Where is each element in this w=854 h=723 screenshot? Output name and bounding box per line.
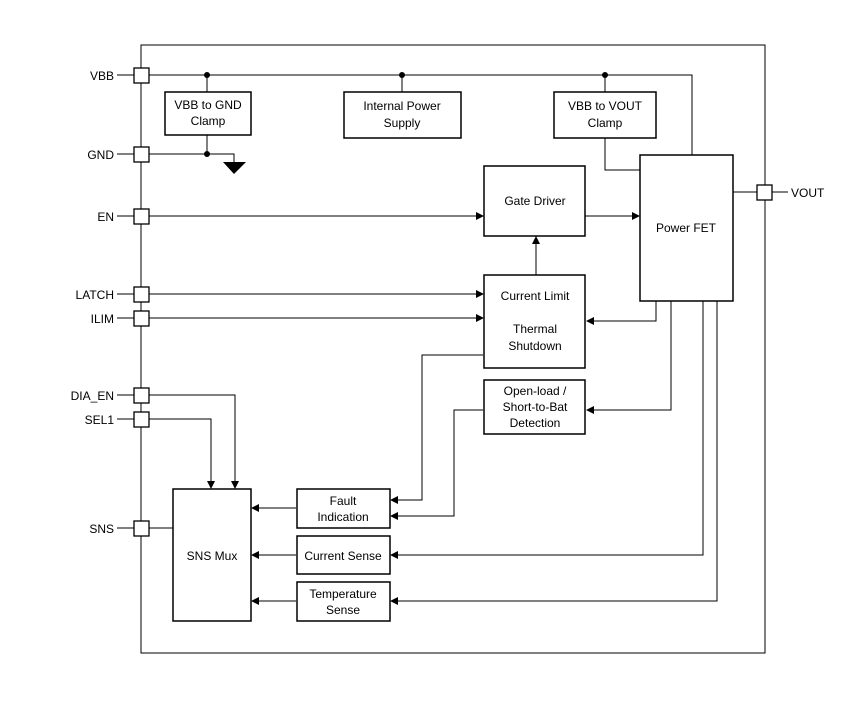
pin-label-latch: LATCH xyxy=(76,288,114,302)
thermal-to-fault-wire xyxy=(390,354,483,504)
pin-en xyxy=(133,208,150,225)
current-limit-label: Current Limit xyxy=(501,289,570,303)
power-fet-label: Power FET xyxy=(656,221,717,235)
pin-label-vbb: VBB xyxy=(90,69,114,83)
pin-stubs xyxy=(117,74,788,529)
vout-clamp-to-fet-wire xyxy=(604,138,640,171)
vbb-gnd-clamp-line-1: VBB to GND xyxy=(174,98,242,112)
pin-label-ilim: ILIM xyxy=(91,312,114,326)
vbb-gnd-clamp-block xyxy=(164,91,252,136)
ground-symbol-icon xyxy=(223,162,246,174)
pin-label-sns: SNS xyxy=(89,522,114,536)
vbb-gnd-clamp-line-2: Clamp xyxy=(191,114,226,128)
current-sense-block xyxy=(296,535,391,575)
fet-to-temperature-sense-wire xyxy=(390,301,718,605)
pin-sns xyxy=(133,520,150,537)
pin-gnd xyxy=(133,146,150,163)
fet-to-current-sense-wire xyxy=(390,301,704,559)
gnd-wire xyxy=(149,153,235,162)
internal-power-supply-line-2: Supply xyxy=(384,116,421,130)
temperature-sense-block xyxy=(296,581,391,622)
internal-power-supply-line-1: Internal Power xyxy=(363,99,440,113)
pin-latch xyxy=(133,286,150,303)
temperature-sense-line-1: Temperature xyxy=(309,587,377,601)
pin-ilim xyxy=(133,310,150,327)
open-load-detection-block xyxy=(483,379,586,435)
pins xyxy=(117,67,788,537)
gate-driver-block xyxy=(483,165,586,237)
sns-mux-label: SNS Mux xyxy=(187,549,238,563)
thermal-shutdown-line-2: Shutdown xyxy=(508,339,561,353)
fet-to-current-limit-wire xyxy=(586,301,657,325)
open-load-line-3: Detection xyxy=(510,416,561,430)
thermal-shutdown-line-1: Thermal xyxy=(513,322,557,336)
gate-driver-label: Gate Driver xyxy=(504,194,565,208)
device-outline xyxy=(140,44,766,654)
vbb-rail xyxy=(149,74,693,155)
power-fet-block xyxy=(639,154,734,302)
open-load-to-fault-wire xyxy=(390,409,483,520)
vbb-junction-2 xyxy=(399,72,405,78)
pin-label-sel1: SEL1 xyxy=(85,413,115,427)
vbb-junction-3 xyxy=(602,72,608,78)
pin-vout xyxy=(756,184,773,201)
open-load-line-1: Open-load / xyxy=(504,384,567,398)
vbb-vout-clamp-line-1: VBB to VOUT xyxy=(568,99,643,113)
pin-label-vout: VOUT xyxy=(791,186,825,200)
internal-power-supply-block xyxy=(343,91,462,139)
fault-indication-line-1: Fault xyxy=(330,494,357,508)
vbb-vout-clamp-block xyxy=(553,91,657,139)
temperature-sense-line-2: Sense xyxy=(326,603,360,617)
open-load-line-2: Short-to-Bat xyxy=(503,400,568,414)
current-limit-thermal-block xyxy=(483,274,586,369)
fault-indication-block xyxy=(296,488,391,529)
pin-label-dia-en: DIA_EN xyxy=(71,389,114,403)
sel1-to-mux-wire xyxy=(149,418,215,489)
dia-en-to-mux-wire xyxy=(149,394,239,489)
wires xyxy=(149,72,757,605)
sns-mux-block xyxy=(172,488,252,622)
gnd-junction xyxy=(204,151,210,157)
blocks: VBB to GND Clamp Internal Power Supply V… xyxy=(164,91,734,622)
fault-indication-line-2: Indication xyxy=(317,510,368,524)
pin-dia-en xyxy=(133,387,150,404)
pin-label-gnd: GND xyxy=(87,148,114,162)
pin-label-en: EN xyxy=(97,210,114,224)
pin-vbb xyxy=(133,67,150,84)
pin-sel1 xyxy=(133,411,150,428)
vbb-vout-clamp-line-2: Clamp xyxy=(588,116,623,130)
fet-to-open-load-wire xyxy=(586,301,672,414)
vbb-junction-1 xyxy=(204,72,210,78)
pin-labels: VBB GND EN LATCH ILIM DIA_EN SEL1 SNS VO… xyxy=(71,69,825,536)
current-sense-label: Current Sense xyxy=(304,549,382,563)
